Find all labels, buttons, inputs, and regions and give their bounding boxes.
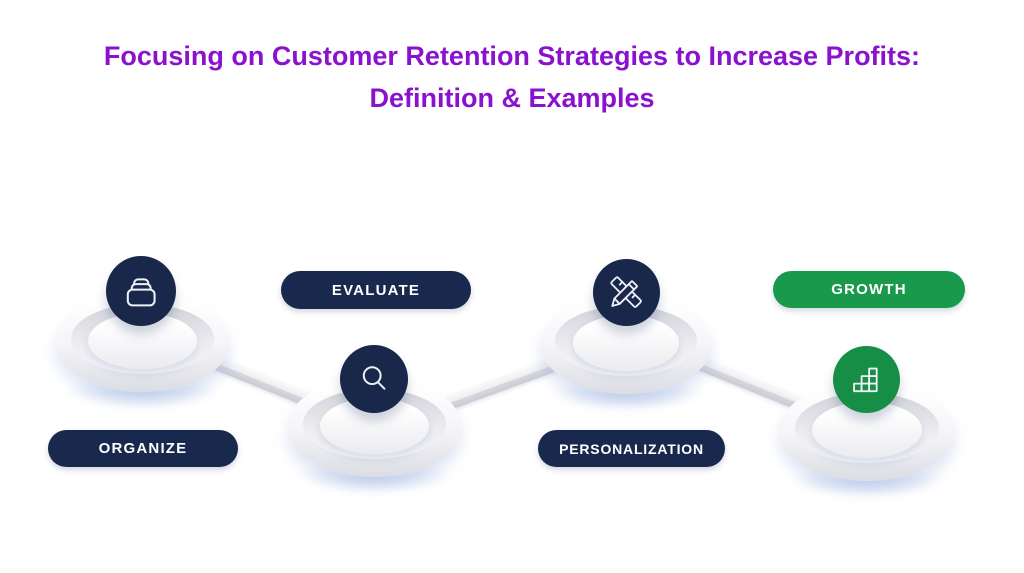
- step-label-organize: ORGANIZE: [48, 430, 238, 467]
- magnifier-icon: [340, 345, 408, 413]
- page-title: Focusing on Customer Retention Strategie…: [0, 36, 1024, 120]
- step-label-growth: GROWTH: [773, 271, 965, 308]
- page-title-line1: Focusing on Customer Retention Strategie…: [103, 41, 921, 71]
- step-label-evaluate: EVALUATE: [281, 271, 471, 309]
- step-label-personalization: PERSONALIZATION: [538, 430, 725, 467]
- bar-steps-icon: [833, 346, 900, 413]
- pencil-ruler-icon: [593, 259, 660, 326]
- page-title-line2: Definition & Examples: [369, 82, 655, 113]
- archive-box-icon: [106, 256, 176, 326]
